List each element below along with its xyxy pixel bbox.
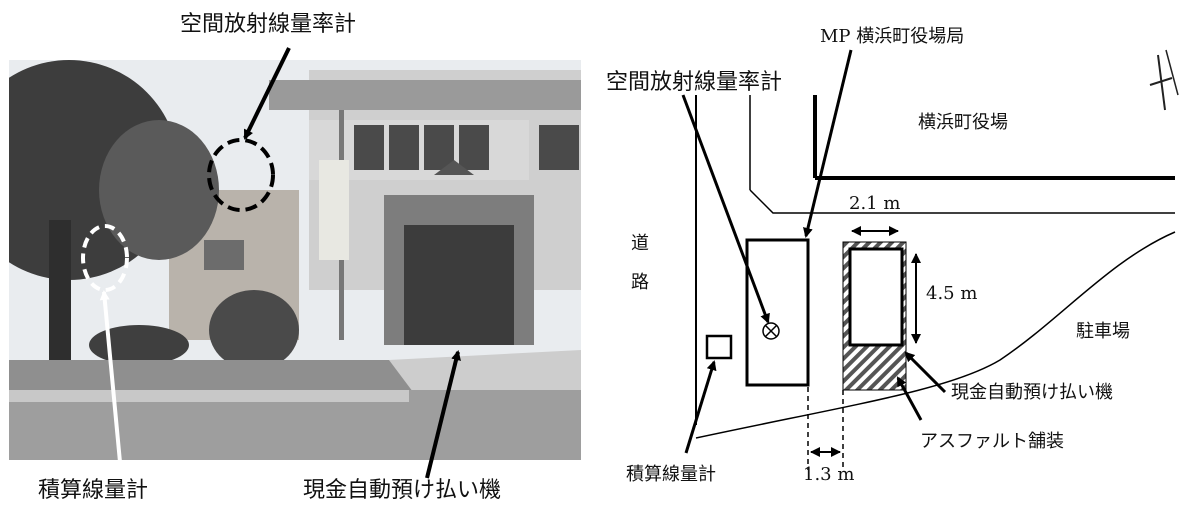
arrow-rate-meter-map	[681, 94, 770, 324]
dim-label-height: 4.5 m	[926, 283, 978, 304]
map-label-dosimeter: 積算線量計	[626, 464, 716, 485]
photo-label-dosimeter: 積算線量計	[38, 478, 149, 503]
map-label-road-2: 路	[631, 272, 649, 293]
map-label-town-hall: 横浜町役場	[918, 112, 1008, 133]
map-label-asphalt: アスファルト舗装	[920, 431, 1064, 452]
photo-label-atm: 現金自動預け払い機	[303, 478, 502, 503]
map-label-atm: 現金自動預け払い機	[951, 382, 1113, 403]
arrow-atm-photo	[425, 350, 461, 479]
dim-label-width: 2.1 m	[849, 193, 901, 214]
north-arrow-icon	[1149, 49, 1179, 111]
site-photo	[9, 60, 581, 460]
parking-boundary-curve	[695, 231, 1176, 439]
arrow-dosimeter-map	[684, 360, 717, 454]
map-label-parking: 駐車場	[1076, 321, 1130, 342]
dosimeter-box	[705, 334, 733, 360]
arrow-rate-meter	[243, 47, 291, 140]
arrow-dosimeter	[99, 290, 122, 463]
arrow-atm-map	[904, 351, 947, 394]
plot-boundary	[749, 189, 1175, 214]
arrow-mp-station	[803, 49, 853, 238]
map-label-road-1: 道	[631, 233, 649, 254]
arrow-asphalt-map	[896, 376, 923, 421]
map-label-station: MP 横浜町役場局	[820, 26, 965, 47]
dim-label-gap: 1.3 m	[803, 464, 855, 485]
monitoring-post-box	[745, 238, 810, 387]
photo-label-rate-meter: 空間放射線量率計	[180, 12, 357, 37]
map-label-rate-meter: 空間放射線量率計	[606, 70, 783, 95]
atm-box	[848, 247, 904, 347]
